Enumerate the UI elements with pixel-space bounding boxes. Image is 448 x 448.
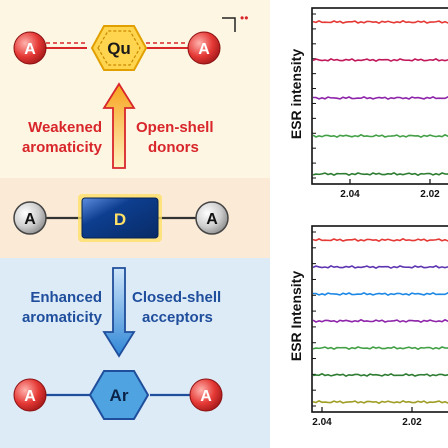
- bottom-panel: [0, 258, 270, 448]
- up-arrow: [102, 82, 136, 169]
- esr-trace: [312, 19, 448, 25]
- esr-trace: [312, 345, 448, 351]
- top-a-right-node: [187, 31, 221, 65]
- esr-trace: [312, 399, 448, 405]
- aromaticity-top-label: aromaticity: [22, 139, 103, 156]
- esr-plot-top-ylabel: ESR intensity: [288, 49, 304, 139]
- acceptors-label: acceptors: [142, 309, 213, 326]
- top-molecule: A Qu A ••: [13, 11, 248, 71]
- bottom-molecule: A Ar A: [13, 370, 223, 420]
- d-label: D: [114, 210, 126, 229]
- x-tick-label: 2.02: [420, 189, 440, 200]
- esr-plot-top-frame: [311, 7, 448, 185]
- diradical-dots: ••: [240, 11, 248, 25]
- x-tick-label: 2.04: [340, 189, 360, 200]
- bottom-a-right-node: [189, 378, 223, 412]
- down-arrow: [102, 267, 136, 358]
- qu-hexagon-inner: [97, 30, 141, 66]
- top-a-right-label: A: [198, 41, 210, 58]
- x-tick-label: 2.04: [312, 417, 332, 428]
- esr-trace: [312, 171, 448, 177]
- esr-plot-bottom-frame: [311, 225, 448, 413]
- d-box: [81, 197, 159, 239]
- open-shell-label: Open-shell: [136, 119, 214, 136]
- middle-a-left-label: A: [24, 211, 36, 228]
- donors-label: donors: [148, 139, 199, 156]
- middle-a-right-label: A: [206, 211, 218, 228]
- weakened-label: Weakened: [28, 119, 102, 136]
- esr-trace: [312, 237, 448, 243]
- esr-trace: [312, 318, 448, 324]
- esr-plot-bottom-ylabel: ESR Intensity: [288, 271, 304, 361]
- top-a-left-label: A: [24, 41, 36, 58]
- bottom-a-left-label: A: [24, 388, 36, 405]
- esr-trace: [313, 291, 448, 297]
- bottom-a-left-node: [13, 378, 47, 412]
- ar-label: Ar: [110, 386, 129, 405]
- middle-molecule: A D A: [13, 194, 229, 242]
- esr-plot-bottom: ESR Intensity 2.04 2.02: [288, 225, 448, 428]
- qu-label: Qu: [107, 39, 131, 58]
- bottom-a-right-label: A: [200, 388, 212, 405]
- aromaticity-bottom-label: aromaticity: [22, 309, 103, 326]
- top-a-left-node: [13, 31, 47, 65]
- esr-plot-top: ESR intensity 2.04 2.02: [288, 7, 448, 200]
- enhanced-label: Enhanced: [30, 289, 102, 306]
- qu-hexagon: [90, 25, 148, 71]
- middle-a-right-node: [195, 201, 229, 235]
- esr-trace: [312, 372, 448, 378]
- esr-trace: [312, 264, 448, 270]
- esr-trace: [312, 133, 448, 139]
- closed-shell-label: Closed-shell: [132, 289, 221, 306]
- esr-trace: [312, 57, 448, 63]
- x-tick-label: 2.02: [402, 417, 422, 428]
- bracket-mark: [222, 17, 236, 32]
- middle-a-left-node: [13, 201, 47, 235]
- ar-hexagon: [88, 370, 150, 420]
- esr-trace: [313, 95, 448, 101]
